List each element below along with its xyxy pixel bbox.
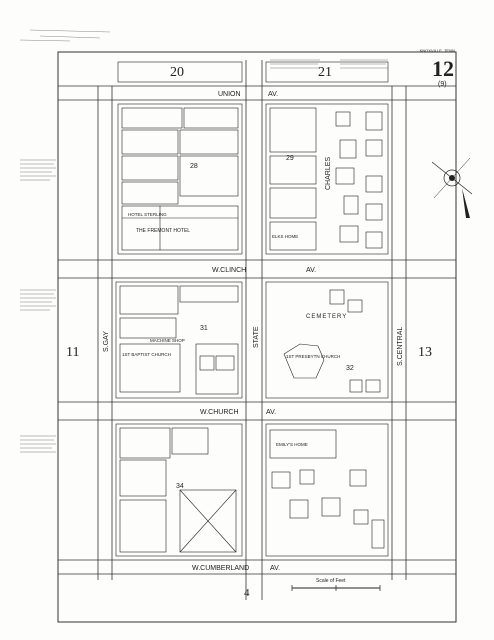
edge-marks — [19, 29, 111, 42]
cemetery-label: CEMETERY — [306, 314, 347, 320]
machine-shop-label: MACHINE SHOP — [150, 338, 185, 343]
adjoining-sheet-right: 13 — [418, 345, 432, 360]
street-clinch-av: AV. — [306, 267, 316, 274]
street-charles: CHARLES — [325, 157, 332, 190]
block-number-28: 28 — [190, 163, 198, 170]
block-32 — [265, 281, 389, 399]
block-number-34: 34 — [176, 483, 184, 490]
flophouse-label: THE FREMONT HOTEL — [136, 228, 190, 234]
block-lower-right — [265, 423, 389, 557]
street-central: S.CENTRAL — [397, 327, 404, 366]
block-29 — [265, 103, 389, 255]
adjoining-sheet-bottom: 4 — [244, 587, 250, 599]
block-34 — [115, 423, 243, 557]
adjoining-sheet-top-left: 20 — [170, 65, 184, 80]
block-number-31: 31 — [200, 325, 208, 332]
block-31 — [115, 281, 243, 399]
street-cumberland-av: AV. — [270, 565, 280, 572]
street-church: W.CHURCH — [200, 409, 239, 416]
sheet-subnumber: (9) — [438, 81, 447, 88]
block-number-32: 32 — [346, 365, 354, 372]
north-arrow-icon — [431, 157, 473, 218]
street-state: STATE — [253, 326, 260, 348]
street-union: UNION — [218, 91, 241, 98]
street-church-av: AV. — [266, 409, 276, 416]
presbyterian-church-label: 1ST PRESBYTN CHURCH — [286, 354, 340, 359]
street-gay: S.GAY — [103, 331, 110, 352]
baptist-church-label: 1ST BAPTIST CHURCH — [122, 352, 171, 357]
emily-home-label: EMILY'S HOME — [276, 442, 308, 447]
elks-home-label: ELKS HOME — [272, 234, 298, 239]
block-28 — [117, 103, 243, 255]
margin-notes — [20, 59, 388, 453]
scale-bar — [291, 585, 381, 591]
sheet-number: 12 — [432, 56, 454, 81]
scale-label: Scale of Feet — [316, 578, 346, 584]
sheet-city: KNOXVILLE, TENN. — [420, 48, 456, 53]
block-number-29: 29 — [286, 155, 294, 162]
adjoining-sheet-top-right: 21 — [318, 65, 332, 80]
hotel-label: HOTEL STERLING — [128, 212, 167, 217]
street-union-av: AV. — [268, 91, 278, 98]
street-cumberland: W.CUMBERLAND — [192, 565, 249, 572]
streets — [58, 60, 456, 600]
sheet-border — [57, 51, 457, 623]
top-blocks — [117, 61, 389, 83]
street-clinch: W.CLINCH — [212, 267, 246, 274]
adjoining-sheet-left: 11 — [66, 345, 79, 360]
